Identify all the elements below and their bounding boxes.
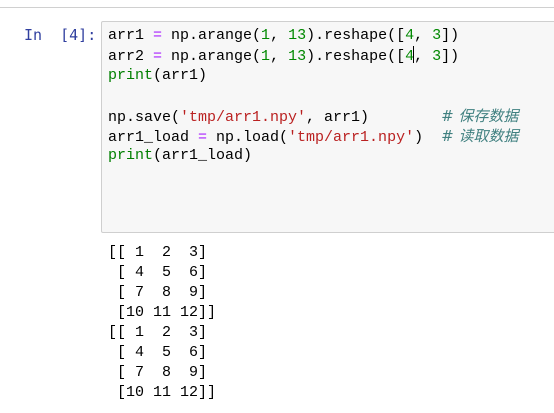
- output-line: [ 4 5 6]: [108, 264, 208, 281]
- code-line-1: arr1 = np.arange(1, 13).reshape([4, 3]): [108, 27, 460, 44]
- code-line-6: arr1_load = np.load('tmp/arr1.npy') # 读取…: [108, 127, 519, 146]
- text-cursor: [413, 46, 415, 63]
- code-text[interactable]: arr1 = np.arange(1, 13).reshape([4, 3]) a…: [108, 26, 518, 166]
- code-line-5: np.save('tmp/arr1.npy', arr1) # 保存数据: [108, 107, 519, 126]
- code-line-4-blank: [108, 86, 518, 106]
- code-comment-load: # 读取数据: [441, 127, 519, 145]
- output-line: [10 11 12]]: [108, 304, 217, 321]
- output-line: [ 7 8 9]: [108, 364, 208, 381]
- cell-output: [[ 1 2 3] [ 4 5 6] [ 7 8 9] [10 11 12]] […: [108, 243, 216, 403]
- output-line: [[ 1 2 3]: [108, 244, 208, 261]
- output-line: [10 11 12]]: [108, 384, 217, 401]
- code-editor[interactable]: arr1 = np.arange(1, 13).reshape([4, 3]) a…: [101, 21, 554, 233]
- code-line-7: print(arr1_load): [108, 147, 253, 164]
- notebook-top-divider: [0, 7, 554, 8]
- output-line: [ 7 8 9]: [108, 284, 208, 301]
- code-line-3: print(arr1): [108, 67, 208, 84]
- output-line: [ 4 5 6]: [108, 344, 208, 361]
- output-line: [[ 1 2 3]: [108, 324, 208, 341]
- code-line-2: arr2 = np.arange(1, 13).reshape([4, 3]): [108, 46, 460, 65]
- code-comment-save: # 保存数据: [441, 107, 519, 125]
- code-cell[interactable]: In [4]: arr1 = np.arange(1, 13).reshape(…: [0, 14, 554, 413]
- input-prompt: In [4]:: [24, 26, 97, 44]
